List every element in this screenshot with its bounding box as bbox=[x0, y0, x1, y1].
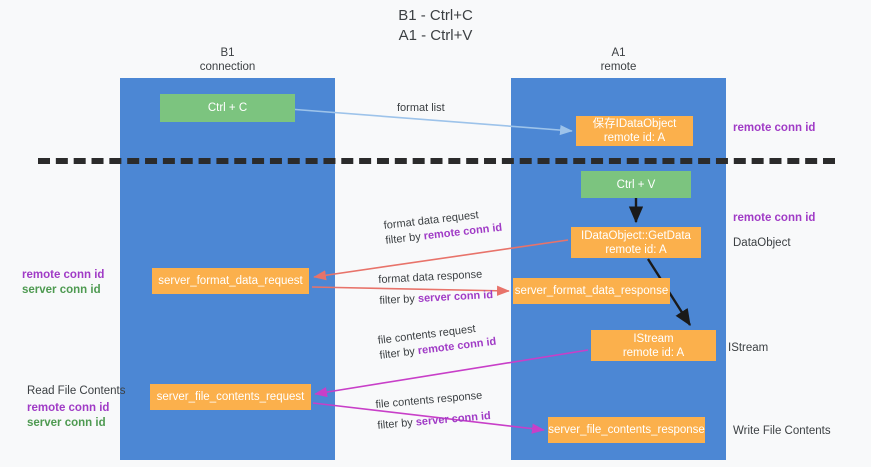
annotation-left-conn-ids-bottom: remote conn id server conn id bbox=[27, 401, 109, 431]
node-ctrl-c-label: Ctrl + C bbox=[207, 102, 248, 114]
arrow-format-data-request bbox=[313, 239, 569, 281]
arrow-format-list bbox=[275, 107, 573, 136]
column-header-a1-role: remote bbox=[600, 61, 637, 73]
node-istream-line1: IStream bbox=[633, 332, 674, 345]
filter-by-prefix: filter by bbox=[379, 292, 419, 307]
node-save-idataobject-line1: 保存IDataObject bbox=[592, 118, 677, 130]
arrow-file-contents-response bbox=[312, 402, 545, 434]
node-istream-line2: remote id: A bbox=[622, 346, 685, 359]
node-ctrl-v-label: Ctrl + V bbox=[616, 178, 656, 191]
node-server-format-data-response-label: server_format_data_response bbox=[514, 285, 669, 297]
annotation-left-server-conn-id: server conn id bbox=[22, 284, 101, 296]
filter-key-server-conn-id: server conn id bbox=[417, 289, 494, 305]
node-server-format-data-request-label: server_format_data_request bbox=[158, 275, 303, 287]
page-title: B1 - Ctrl+C A1 - Ctrl+V bbox=[0, 6, 871, 46]
annotation-left-server-conn-id-2: server conn id bbox=[27, 417, 106, 429]
edge-label-format-list: format list bbox=[397, 101, 445, 116]
node-server-file-contents-response[interactable]: server_file_contents_response bbox=[548, 417, 705, 443]
node-server-format-data-response[interactable]: server_format_data_response bbox=[513, 278, 670, 304]
annotation-write-file-contents: Write File Contents bbox=[733, 425, 831, 437]
column-header-b1-role: connection bbox=[199, 61, 256, 73]
annotation-istream: IStream bbox=[728, 342, 769, 354]
node-getdata-line1: IDataObject::GetData bbox=[581, 229, 691, 242]
node-server-file-contents-response-label: server_file_contents_response bbox=[548, 424, 705, 436]
annotation-left-conn-ids-top: remote conn id server conn id bbox=[22, 268, 104, 298]
column-header-a1: A1 remote bbox=[511, 46, 726, 74]
title-line-1: B1 - Ctrl+C bbox=[398, 7, 473, 24]
node-save-idataobject[interactable]: 保存IDataObject remote id: A bbox=[576, 116, 693, 146]
node-getdata-line2: remote id: A bbox=[605, 243, 667, 256]
column-header-b1: B1 connection bbox=[120, 46, 335, 74]
column-header-b1-name: B1 bbox=[220, 47, 235, 59]
annotation-left-remote-conn-id-2: remote conn id bbox=[27, 402, 110, 414]
phase-divider bbox=[38, 158, 835, 164]
annotation-read-file-contents: Read File Contents bbox=[27, 385, 126, 397]
filter-by-prefix: filter by bbox=[378, 345, 419, 362]
filter-by-prefix: filter by bbox=[384, 230, 425, 247]
annotation-remote-conn-id-top: remote conn id bbox=[733, 122, 816, 134]
node-idataobject-getdata[interactable]: IDataObject::GetData remote id: A bbox=[571, 227, 701, 258]
arrow-format-data-response bbox=[311, 285, 510, 296]
annotation-remote-conn-id-mid: remote conn id bbox=[733, 212, 816, 224]
annotation-left-remote-conn-id: remote conn id bbox=[22, 269, 105, 281]
column-header-a1-name: A1 bbox=[611, 47, 626, 59]
node-ctrl-c[interactable]: Ctrl + C bbox=[160, 94, 295, 122]
node-server-format-data-request[interactable]: server_format_data_request bbox=[152, 268, 309, 294]
node-server-file-contents-request[interactable]: server_file_contents_request bbox=[150, 384, 311, 410]
arrow-file-contents-request bbox=[314, 349, 589, 398]
node-server-file-contents-request-label: server_file_contents_request bbox=[156, 391, 305, 403]
node-istream[interactable]: IStream remote id: A bbox=[591, 330, 716, 361]
filter-by-prefix: filter by bbox=[376, 416, 417, 432]
title-line-2: A1 - Ctrl+V bbox=[398, 27, 473, 44]
node-ctrl-v[interactable]: Ctrl + V bbox=[581, 171, 691, 198]
annotation-dataobject: DataObject bbox=[733, 237, 791, 249]
edge-label-format-list-text: format list bbox=[397, 102, 445, 114]
node-save-idataobject-line2: remote id: A bbox=[603, 132, 666, 144]
edge-label-format-data-response: format data response filter by server co… bbox=[378, 267, 493, 309]
